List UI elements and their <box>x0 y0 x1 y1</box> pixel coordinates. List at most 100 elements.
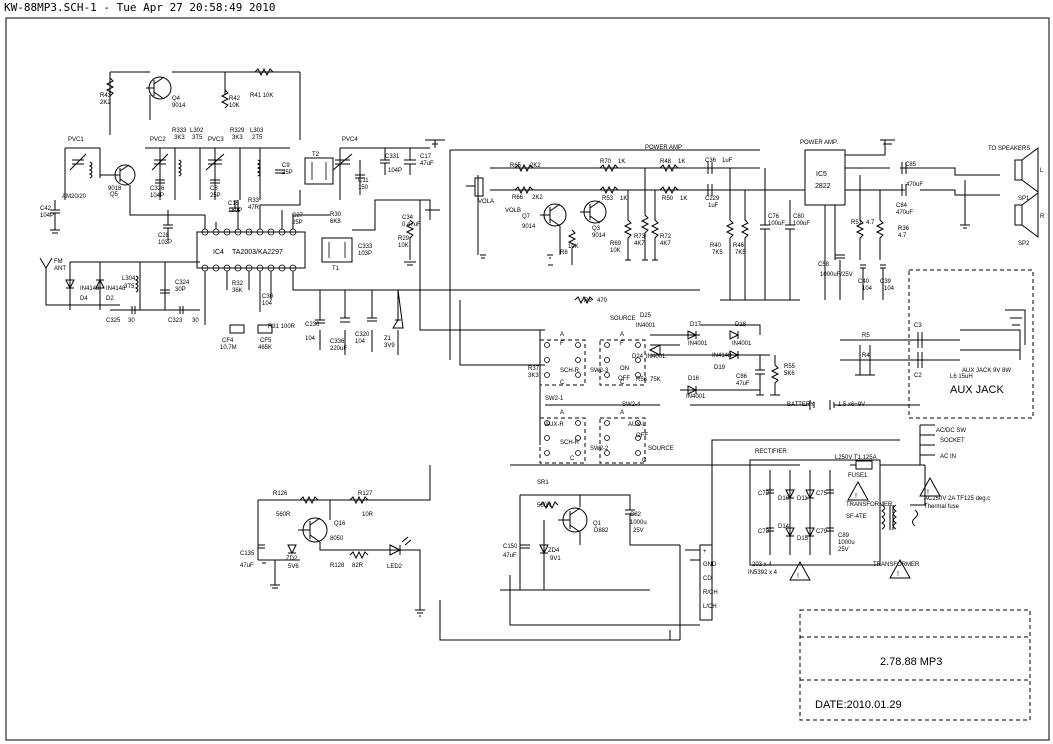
r329-value: 3K3 <box>232 135 243 141</box>
c135-value: 47uF <box>240 563 254 569</box>
transformer-label: TRANSFORMER <box>846 502 893 508</box>
c42-label: C42 <box>40 206 52 212</box>
sw2-2-switch <box>599 417 646 464</box>
r127-label: R127 <box>358 491 373 497</box>
c30-value: 104 <box>262 301 273 307</box>
c28-label: C28 <box>158 233 170 239</box>
document-header: KW-88MP3.SCH-1 - Tue Apr 27 20:58:49 201… <box>4 1 276 14</box>
pvc3-label: PVC3 <box>208 137 224 143</box>
thermal-label-2: Thermal fuse <box>924 504 960 510</box>
ic5-label: IC5 <box>816 171 827 178</box>
sch-r-label: SCH-R <box>560 368 580 374</box>
c17-value: 47uF <box>420 161 434 167</box>
c236-label: C236 <box>305 322 320 328</box>
c85-label: C85 <box>905 162 917 168</box>
c39-value: 104 <box>884 286 895 292</box>
t1-label: T1 <box>332 266 340 272</box>
battery-label: BATTERY <box>787 402 814 408</box>
c84-label: C84 <box>896 203 908 209</box>
l303-value: 2T5 <box>252 135 263 141</box>
c323-label: C323 <box>168 318 183 324</box>
ac-in-label: AC IN <box>940 454 956 460</box>
c58-label: C58 <box>818 262 830 268</box>
c324-label: C324 <box>175 280 190 286</box>
c86-label: C86 <box>736 374 748 380</box>
battery-value: 1.5 x6=9V <box>838 402 865 408</box>
r56-value: 75K <box>650 377 661 383</box>
sw-a1: A <box>560 332 564 338</box>
warning-icon <box>919 476 941 497</box>
r6-value: 470 <box>597 298 608 304</box>
sw-c4: C <box>642 458 647 464</box>
r70-value: 1K <box>618 159 625 165</box>
radio-section: Q4 9014 R43 2K2 R42 10K R41 10K PVC1 PVC… <box>39 67 445 355</box>
in4148-a: IN4148 <box>80 286 100 292</box>
sw-a3: A <box>560 410 564 416</box>
aux-jack-section: AUX JACK AUX JACK 9V 8W C3 C2 R5 R4 L6 1… <box>840 269 1034 419</box>
q16-part: 8050 <box>330 536 344 542</box>
sw-c2: C <box>620 380 625 386</box>
t2-transformer <box>304 157 334 185</box>
switch-section: R6 470 A A F F C C SCH-R SW2-3 SW2-1 SOU… <box>300 200 920 466</box>
c323-value: 30 <box>192 318 199 324</box>
d14-label: D14 <box>778 524 790 530</box>
r55-label: R55 <box>784 364 796 370</box>
r42-value: 10K <box>229 103 240 109</box>
sw2-3-label: SW2-3 <box>590 368 609 374</box>
c79-label: C79 <box>816 529 828 535</box>
c82-label: C82 <box>630 512 642 518</box>
c8-value: 25P <box>210 193 221 199</box>
r73-value: 4K7 <box>634 241 645 247</box>
q16-label: Q16 <box>334 521 346 527</box>
r329-label: R329 <box>230 128 245 134</box>
r66-label: R66 <box>512 195 524 201</box>
r30-label: R30 <box>330 212 342 218</box>
r43-value: 2K2 <box>100 100 111 106</box>
c75-label: C75 <box>816 491 828 497</box>
c8-label: C8 <box>210 186 218 192</box>
c40-label: C40 <box>858 279 870 285</box>
zd2-label: ZD2 <box>286 556 298 562</box>
zd2-value: 5V6 <box>288 564 299 570</box>
c76-label: C76 <box>768 214 780 220</box>
c15-label: C15 <box>228 201 240 207</box>
cf4-value: 10.7M <box>220 345 237 351</box>
fuse1-label: FUSE1 <box>848 473 868 479</box>
r53-label: R53 <box>602 196 614 202</box>
r8-value: 10K <box>568 244 579 250</box>
c39-label: C39 <box>880 279 892 285</box>
r73-label: R73 <box>634 234 646 240</box>
c72-label: C72 <box>758 491 770 497</box>
r31-label: R31 100R <box>268 324 296 330</box>
r46-label: R46 <box>733 243 745 249</box>
c150-value: 47uF <box>503 553 517 559</box>
d10-label: D10 <box>778 496 790 502</box>
c135-label: C135 <box>240 551 255 557</box>
c324-value: 30P <box>175 287 186 293</box>
r65-label: R65 <box>510 163 522 169</box>
cf4-filter <box>229 324 245 334</box>
r56-label: R56 <box>636 377 648 383</box>
sw-a2: A <box>620 332 624 338</box>
socket-label: SOCKET <box>940 438 965 444</box>
conn-rch: R/CH <box>703 590 718 596</box>
rect-note-2: IN5392 x 4 <box>748 570 778 576</box>
r41-label: R41 10K <box>250 93 273 99</box>
c333-value: 103P <box>358 251 372 257</box>
c11-label: C11 <box>358 178 369 184</box>
d19-ref: D19 <box>714 365 726 371</box>
r48-label: R48 <box>660 159 672 165</box>
r69-value: 10K <box>610 248 621 254</box>
warning-mark-2: ! <box>897 571 899 578</box>
c229-label: C229 <box>705 196 720 202</box>
c36-value: 1uF <box>722 158 733 164</box>
c336-value: 220uF <box>330 346 347 352</box>
d17-value: IN4001 <box>688 341 708 347</box>
c36-label: C36 <box>705 158 717 164</box>
l304-value: 3T5 <box>124 284 135 290</box>
c9-label: C9 <box>282 163 290 169</box>
speaker-2-icon <box>1014 192 1039 238</box>
l302-value: 3T5 <box>192 135 203 141</box>
in4148-b: IN4148 <box>106 286 126 292</box>
r70-label: R70 <box>600 159 612 165</box>
